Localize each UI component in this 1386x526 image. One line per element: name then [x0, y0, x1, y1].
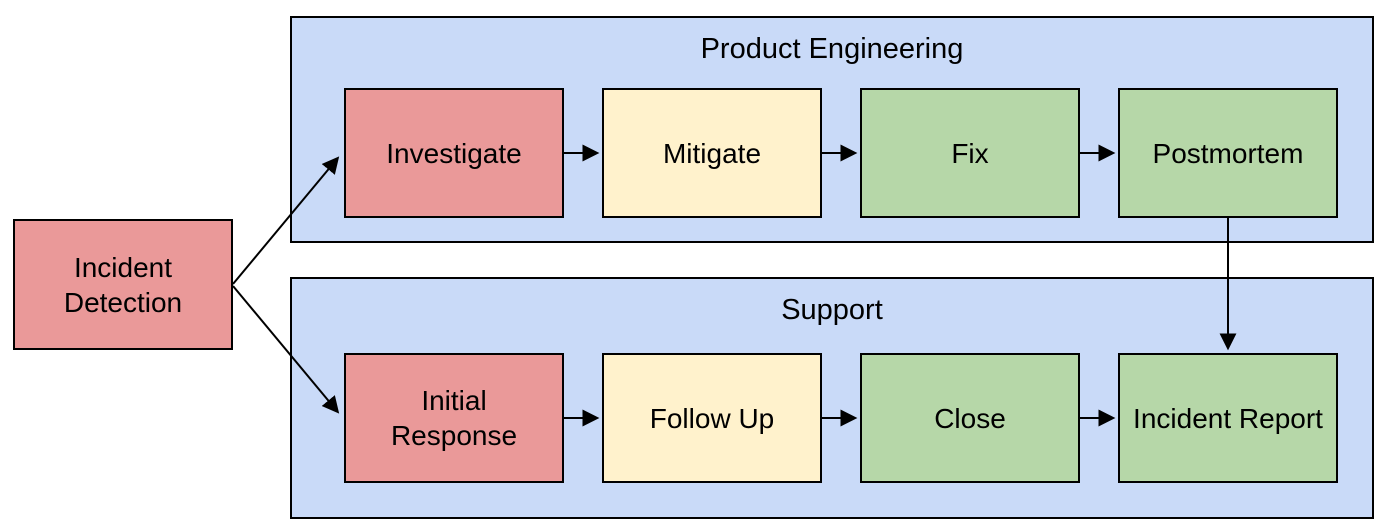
- node-follow-up: Follow Up: [602, 353, 822, 483]
- node-incident-report: Incident Report: [1118, 353, 1338, 483]
- node-close: Close: [860, 353, 1080, 483]
- node-fix: Fix: [860, 88, 1080, 218]
- node-investigate: Investigate: [344, 88, 564, 218]
- node-mitigate: Mitigate: [602, 88, 822, 218]
- node-initial-response: Initial Response: [344, 353, 564, 483]
- node-incident-detection: Incident Detection: [13, 219, 233, 350]
- node-postmortem: Postmortem: [1118, 88, 1338, 218]
- swimlane-title-product-engineering: Product Engineering: [700, 33, 964, 65]
- swimlane-title-support: Support: [781, 294, 883, 326]
